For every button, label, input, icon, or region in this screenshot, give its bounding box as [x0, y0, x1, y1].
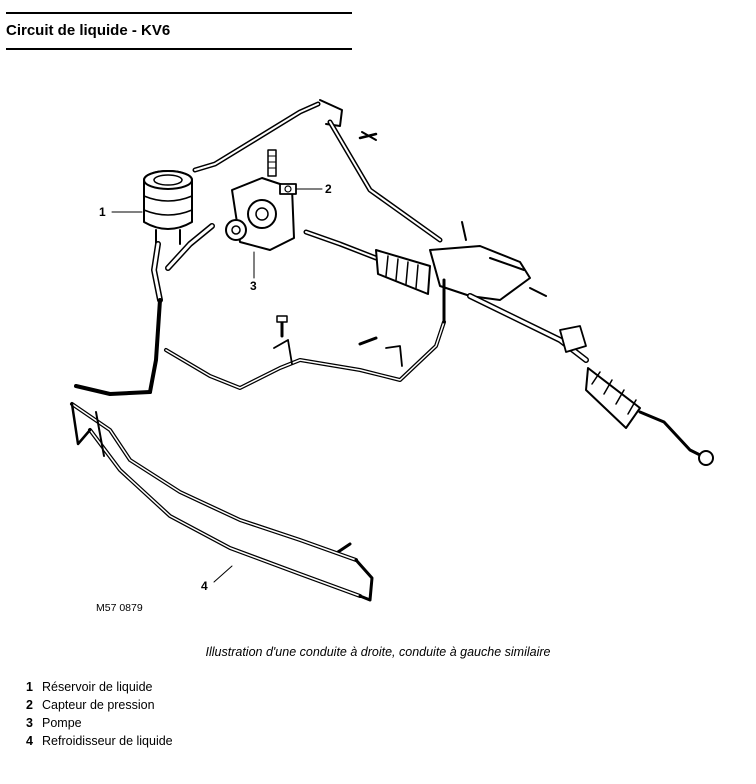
top-rule — [6, 12, 352, 14]
pump — [225, 149, 295, 251]
figure-ref: M57 0879 — [96, 602, 143, 614]
callout-2: 2 — [325, 182, 332, 196]
reservoir — [143, 170, 193, 245]
callout-3: 3 — [250, 279, 257, 293]
page-title: Circuit de liquide - KV6 — [6, 22, 171, 39]
bottom-rule — [6, 48, 352, 50]
callout-4: 4 — [201, 579, 208, 593]
fluid-circuit-diagram: 1 2 3 4 M57 0879 — [70, 99, 714, 614]
callout-1: 1 — [99, 205, 106, 219]
figure-caption: Illustration d'une conduite à droite, co… — [205, 645, 551, 659]
cooler — [70, 384, 374, 602]
pressure-sensor — [279, 183, 297, 195]
steering-rack — [303, 221, 714, 466]
